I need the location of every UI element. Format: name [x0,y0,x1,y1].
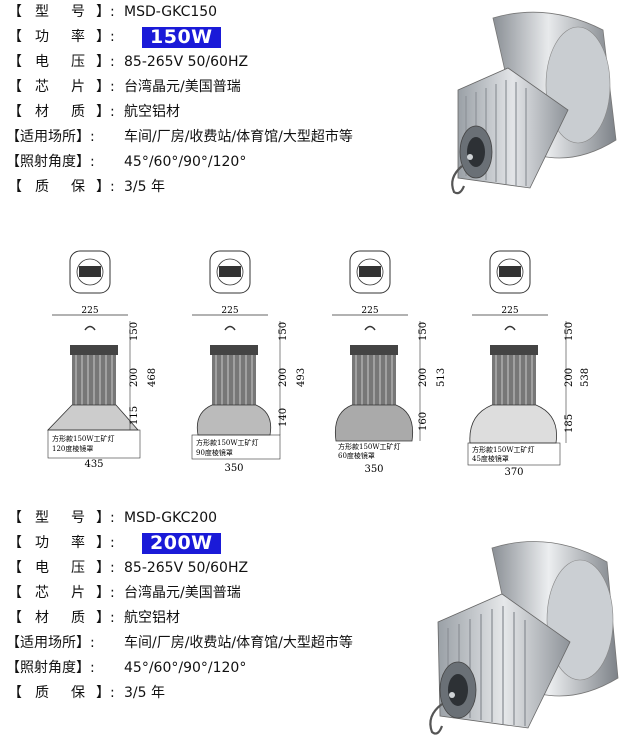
dim-total: 513 [436,368,447,387]
warranty-value: 3/5 年 [124,179,165,195]
spec-row-place: 【适用场所】: 车间/厂房/收费站/体育馆/大型超市等 [6,631,426,656]
spec-label: 【照射角度】: [6,154,95,170]
model-value: MSD-GKC150 [124,4,218,20]
spec-label: 【质保】: [8,685,115,701]
spec-row-material: 【材质】: 航空铝材 [6,606,426,631]
spec-row-warranty: 【质保】: 3/5 年 [6,175,426,200]
dimension-diagram-60deg: 225 150 200 160 513 方形款150W工矿灯 60度棱镜罩 35… [332,250,447,475]
spec-label: 【电压】: [8,54,115,70]
dim-bottom-width: 350 [224,463,243,474]
spec-label: 【电压】: [8,560,115,576]
dim-h2: 200 [278,368,289,387]
spec-row-model: 【型号】: MSD-GKC150 [6,0,426,25]
spec-label: 【芯片】: [8,79,115,95]
spec-block-150w: 【型号】: MSD-GKC150 【功率】: 150W 【电压】: 85-265… [6,0,426,200]
spec-label: 【型号】: [8,510,115,526]
spec-row-power: 【功率】: 200W [6,531,426,556]
dim-total: 538 [580,368,591,387]
spec-row-place: 【适用场所】: 车间/厂房/收费站/体育馆/大型超市等 [6,125,426,150]
dimension-diagram-120deg: 225 150 200 115 468 方形款150W工矿灯 120度棱镜罩 4… [47,250,158,470]
caption-1: 方形款150W工矿灯 [52,434,115,443]
power-badge: 150W [142,27,221,48]
spec-label: 【功率】: [8,535,115,551]
dimension-diagrams: 225 150 200 115 468 方形款150W工矿灯 120度棱镜罩 4… [47,250,591,478]
lamp-photo-200w [429,541,619,735]
place-value: 车间/厂房/收费站/体育馆/大型超市等 [124,635,353,651]
spec-label: 【材质】: [8,104,115,120]
spec-label: 【质保】: [8,179,115,195]
chip-value: 台湾晶元/美国普瑞 [124,585,241,601]
dim-h3: 160 [418,412,429,431]
dim-h3: 140 [278,408,289,427]
spec-row-model: 【型号】: MSD-GKC200 [6,506,426,531]
voltage-value: 85-265V 50/60HZ [124,54,249,70]
dim-top-width: 225 [361,306,378,316]
caption-1: 方形款150W工矿灯 [472,445,535,454]
spec-row-chip: 【芯片】: 台湾晶元/美国普瑞 [6,581,426,606]
dim-bottom-width: 435 [84,459,103,470]
power-badge: 200W [142,533,221,554]
angle-value: 45°/60°/90°/120° [124,660,247,676]
dim-h1: 150 [564,322,575,341]
dimension-diagram-90deg: 225 150 200 140 493 方形款150W工矿灯 90度棱镜罩 35… [191,250,307,474]
dim-total: 493 [296,368,307,387]
spec-row-chip: 【芯片】: 台湾晶元/美国普瑞 [6,75,426,100]
voltage-value: 85-265V 50/60HZ [124,560,249,576]
caption-2: 120度棱镜罩 [52,444,93,453]
spec-label: 【适用场所】: [6,635,95,651]
warranty-value: 3/5 年 [124,685,165,701]
spec-label: 【功率】: [8,29,115,45]
dim-bottom-width: 370 [504,467,523,478]
dim-h1: 150 [418,322,429,341]
spec-label: 【型号】: [8,4,115,20]
spec-label: 【适用场所】: [6,129,95,145]
caption-2: 90度棱镜罩 [196,448,233,457]
dim-total: 468 [147,368,158,387]
material-value: 航空铝材 [124,104,180,120]
dimension-diagram-45deg: 225 150 200 185 538 方形款150W工矿灯 45度棱镜罩 37… [467,250,591,478]
spec-row-warranty: 【质保】: 3/5 年 [6,681,426,706]
dim-bottom-width: 350 [364,464,383,475]
dim-h2: 200 [564,368,575,387]
spec-label: 【芯片】: [8,585,115,601]
spec-row-angle: 【照射角度】: 45°/60°/90°/120° [6,150,426,175]
dim-h2: 200 [418,368,429,387]
dim-h3: 185 [564,414,575,433]
caption-1: 方形款150W工矿灯 [338,442,401,451]
spec-row-voltage: 【电压】: 85-265V 50/60HZ [6,50,426,75]
caption-1: 方形款150W工矿灯 [196,438,259,447]
spec-row-angle: 【照射角度】: 45°/60°/90°/120° [6,656,426,681]
dim-top-width: 225 [81,306,98,316]
model-value: MSD-GKC200 [124,510,218,526]
angle-value: 45°/60°/90°/120° [124,154,247,170]
spec-row-power: 【功率】: 150W [6,25,426,50]
caption-2: 45度棱镜罩 [472,454,509,463]
dim-h3: 115 [129,406,140,425]
place-value: 车间/厂房/收费站/体育馆/大型超市等 [124,129,353,145]
spec-block-200w: 【型号】: MSD-GKC200 【功率】: 200W 【电压】: 85-265… [6,506,426,706]
material-value: 航空铝材 [124,610,180,626]
caption-2: 60度棱镜罩 [338,451,375,460]
lamp-photo-150w [451,11,617,195]
dim-top-width: 225 [501,306,518,316]
spec-label: 【照射角度】: [6,660,95,676]
dim-h1: 150 [129,322,140,341]
chip-value: 台湾晶元/美国普瑞 [124,79,241,95]
spec-label: 【材质】: [8,610,115,626]
spec-row-material: 【材质】: 航空铝材 [6,100,426,125]
spec-row-voltage: 【电压】: 85-265V 50/60HZ [6,556,426,581]
dim-top-width: 225 [221,306,238,316]
dim-h2: 200 [129,368,140,387]
dim-h1: 150 [278,322,289,341]
